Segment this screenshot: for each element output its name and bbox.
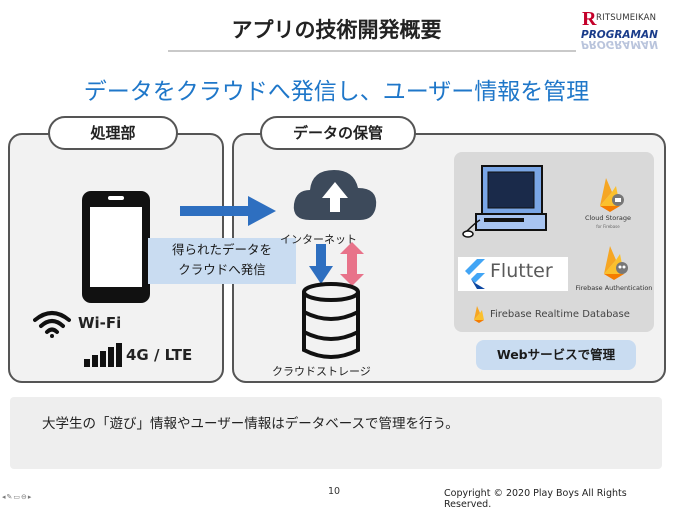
processing-panel-label: 処理部 [48, 116, 178, 150]
send-arrow-icon [180, 196, 276, 226]
footer [0, 478, 673, 505]
note-box [10, 397, 662, 469]
signal-bars-icon [84, 343, 122, 367]
web-service-button: Webサービスで管理 [476, 340, 636, 370]
title-underline [168, 50, 576, 52]
note-text: 大学生の「遊び」情報やユーザー情報はデータベースで管理を行う。 [42, 416, 459, 432]
storage-panel-label: データの保管 [260, 116, 416, 150]
down-arrow-icon [309, 244, 333, 284]
firebase-auth-icon [604, 246, 628, 280]
firebase-rtdb-icon [474, 306, 484, 323]
flutter-icon [465, 259, 485, 289]
logo-name: RITSUMEIKAN [596, 13, 657, 23]
callout-line-2: クラウドへ発信 [178, 262, 266, 277]
internet-label: インターネット [280, 233, 357, 246]
next-slide-icon[interactable]: ▸ [27, 493, 33, 501]
database-icon [302, 282, 360, 359]
cloud-storage-service-label: Cloud Storage [584, 214, 632, 222]
cloud-upload-icon [293, 170, 377, 220]
logo-brand-reflection: PROGRAMAN [581, 38, 658, 50]
headline: データをクラウドへ発信し、ユーザー情報を管理 [83, 79, 590, 105]
page-number: 10 [328, 486, 341, 497]
wifi-label: Wi-Fi [78, 314, 122, 332]
prev-slide-icon[interactable]: ◂ [2, 493, 7, 501]
computer-icon [462, 165, 547, 238]
cloud-storage-icon [600, 178, 624, 212]
cloud-storage-label: クラウドストレージ [272, 365, 371, 378]
copyright: Copyright © 2020 Play Boys All Rights Re… [444, 488, 627, 510]
zoom-icon[interactable]: ⊖ [21, 493, 28, 501]
firebase-auth-label: Firebase Authentication [575, 284, 653, 292]
wifi-icon [33, 311, 71, 338]
smartphone-icon [82, 191, 150, 303]
logo-brand: PROGRAMAN [581, 29, 658, 41]
firebase-rtdb-label: Firebase Realtime Database [490, 309, 630, 320]
flutter-label: Flutter [490, 260, 553, 282]
slide-title: アプリの技術開発概要 [231, 18, 442, 42]
sync-arrow-icon [340, 242, 364, 286]
menu-icon[interactable]: ▭ [13, 493, 22, 501]
pen-icon[interactable]: ✎ [6, 493, 14, 501]
logo-mark: R [582, 8, 597, 30]
callout-box [148, 238, 296, 284]
callout-text: 得られたデータを クラウドへ発信 [148, 240, 296, 280]
lte-label: 4G / LTE [126, 346, 193, 364]
cloud-storage-sub-label: for Firebase [596, 224, 620, 229]
callout-line-1: 得られたデータを [171, 242, 272, 257]
slide-nav-controls[interactable]: ◂✎▭⊖▸ [2, 493, 32, 501]
